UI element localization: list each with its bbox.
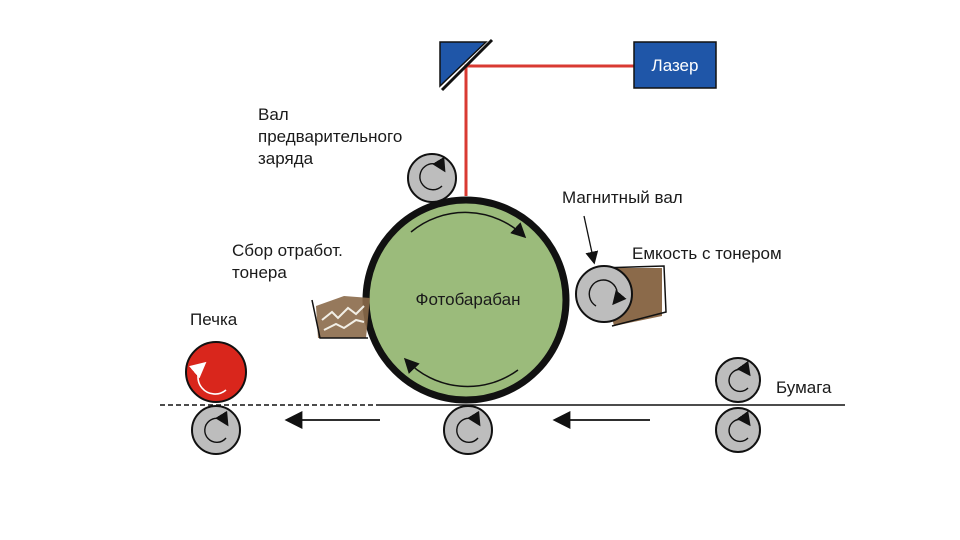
paper-feed-roller-bottom (715, 407, 761, 453)
precharge-label-line1: Вал (258, 105, 289, 124)
photo-drum: Фотобарабан (362, 196, 570, 404)
magnetic-roller-pointer (583, 215, 599, 265)
transfer-roller (443, 405, 493, 455)
precharge-roller (407, 153, 457, 203)
fuser-roller (185, 341, 247, 403)
fuser-pressure-roller (191, 405, 241, 455)
laser-label: Лазер (652, 56, 699, 75)
waste-toner-collector (311, 296, 370, 339)
toner-container-label: Емкость с тонером (632, 244, 782, 263)
waste-toner-label-line1: Сбор отработ. (232, 241, 343, 260)
fuser-label: Печка (190, 310, 238, 329)
laser-beam (464, 64, 634, 196)
mirror-icon (439, 38, 494, 92)
magnetic-roller-label: Магнитный вал (562, 188, 683, 207)
precharge-label-line2: предварительного (258, 127, 402, 146)
paper-label: Бумага (776, 378, 832, 397)
paper-feed-roller-top (715, 357, 761, 403)
laser-box: Лазер (633, 41, 717, 89)
precharge-label-line3: заряда (258, 149, 314, 168)
drum-label: Фотобарабан (416, 290, 521, 309)
waste-toner-label-line2: тонера (232, 263, 287, 282)
magnetic-roller (575, 265, 633, 323)
